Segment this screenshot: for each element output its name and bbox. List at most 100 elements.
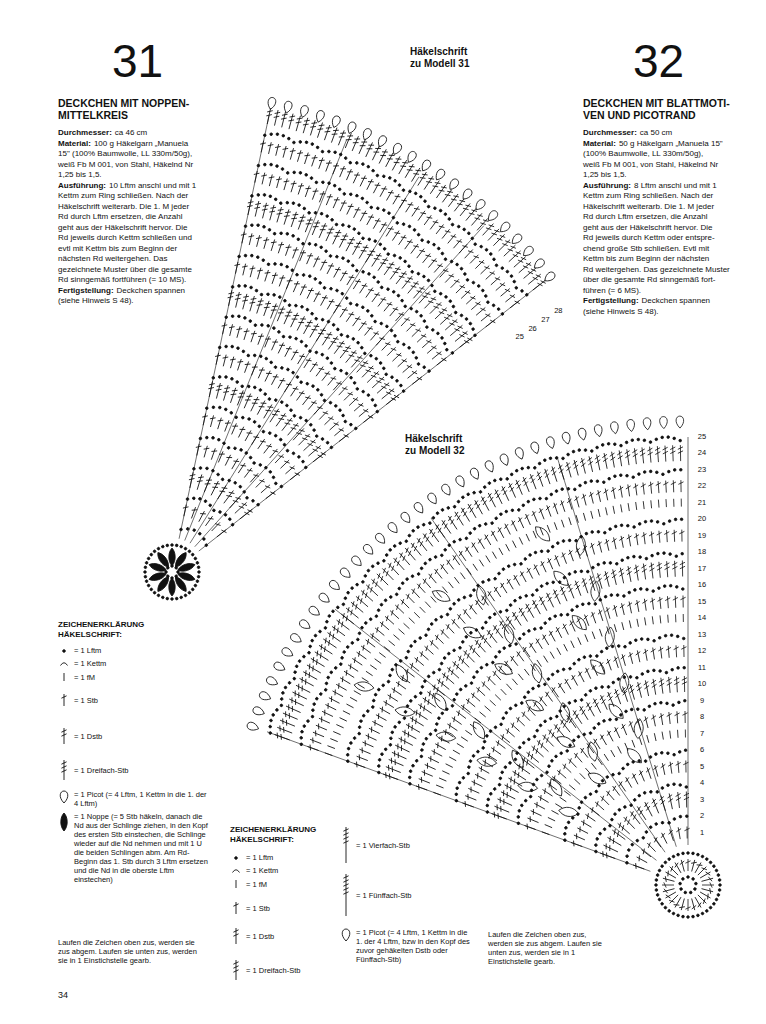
stitch-symbol (499, 610, 503, 614)
stitch-symbol (649, 755, 652, 758)
stitch-symbol (636, 502, 637, 510)
stitch-symbol (274, 434, 278, 438)
stitch-symbol (379, 653, 385, 658)
stitch-symbol (426, 240, 430, 244)
stitch-symbol (683, 666, 686, 669)
stitch-symbol (364, 213, 374, 226)
stitch-symbol (305, 173, 308, 176)
stitch-symbol (346, 704, 353, 708)
stitch-symbol (602, 453, 610, 470)
stitch-symbol (394, 743, 411, 755)
stitch-symbol (583, 667, 593, 680)
stitch-symbol (396, 221, 400, 225)
stitch-symbol (269, 361, 272, 364)
stitch-symbol (329, 401, 333, 405)
stitch-symbol (360, 626, 364, 630)
stitch-symbol (660, 763, 668, 776)
stitch-symbol (228, 494, 243, 509)
stitch-symbol (426, 257, 438, 270)
stitch-symbol (486, 590, 497, 603)
stitch-symbol (610, 818, 614, 822)
stitch-symbol (356, 638, 360, 642)
stitch-symbol (274, 365, 277, 368)
stitch-symbol (444, 623, 456, 635)
stitch-symbol (345, 296, 349, 300)
stitch-symbol (501, 689, 507, 695)
stitch-symbol (439, 778, 446, 781)
stitch-symbol (485, 734, 489, 738)
stitch-symbol (365, 201, 369, 205)
stitch-symbol (368, 330, 380, 342)
stitch-symbol (301, 242, 304, 245)
stitch-symbol (362, 325, 374, 338)
stitch-symbol (276, 377, 287, 390)
stitch-symbol (469, 594, 473, 598)
stitch-symbol (656, 562, 663, 578)
stitch-symbol (564, 644, 568, 651)
stitch-symbol (243, 316, 246, 319)
stitch-symbol (279, 111, 288, 128)
stitch-symbol (659, 615, 661, 623)
stitch-symbol (355, 194, 358, 197)
stitch-symbol (591, 530, 594, 533)
stitch-symbol (294, 304, 297, 307)
stitch-symbol (479, 495, 491, 512)
stitch-symbol (314, 243, 317, 246)
stitch-symbol (643, 439, 646, 442)
stitch-symbol (488, 481, 491, 484)
stitch-symbol (433, 567, 445, 580)
stitch-symbol (494, 281, 506, 293)
stitch-symbol (594, 843, 597, 846)
stitch-symbol (537, 695, 549, 708)
stitch-symbol (447, 177, 460, 191)
stitch-symbol (198, 571, 201, 574)
stitch-symbol (171, 598, 174, 601)
stitch-symbol (196, 561, 199, 564)
stitch-symbol (624, 449, 631, 466)
stitch-symbol (628, 683, 637, 700)
stitch-symbol (345, 273, 356, 286)
stitch-symbol (385, 553, 389, 557)
stitch-symbol (247, 385, 250, 388)
stitch-symbol (503, 783, 520, 795)
stitch-symbol (651, 678, 659, 695)
stitch-symbol (281, 178, 289, 191)
stitch-symbol (534, 551, 537, 554)
stitch-symbol (191, 588, 195, 592)
spoke-line (557, 457, 676, 847)
stitch-symbol (563, 839, 566, 842)
stitch-symbol (417, 702, 433, 715)
stitch-symbol (212, 406, 215, 409)
stitch-symbol (612, 681, 615, 684)
stitch-symbol (543, 719, 547, 723)
stitch-symbol (597, 784, 601, 788)
stitch-symbol (357, 282, 368, 295)
stitch-symbol (449, 277, 461, 289)
stitch-symbol (243, 429, 253, 442)
stitch-symbol (396, 340, 400, 344)
stitch-symbol (300, 340, 304, 344)
stitch-symbol (364, 638, 377, 649)
stitch-symbol (311, 142, 314, 145)
stitch-symbol (585, 634, 588, 641)
stitch-symbol (566, 613, 569, 616)
stitch-symbol (373, 239, 377, 243)
stitch-symbol (321, 709, 334, 719)
stitch-symbol (667, 436, 670, 439)
stitch-symbol (657, 587, 660, 590)
stitch-symbol (323, 415, 335, 427)
stitch-symbol (242, 393, 253, 410)
stitch-symbol (643, 708, 646, 711)
stitch-symbol (279, 232, 282, 235)
stitch-symbol (409, 770, 412, 773)
stitch-symbol (602, 481, 605, 484)
stitch-symbol (440, 553, 444, 557)
stitch-symbol (620, 723, 629, 736)
stitch-symbol (390, 375, 394, 379)
stitch-symbol (484, 269, 496, 281)
stitch-symbol (623, 805, 627, 809)
stitch-symbol (207, 381, 215, 398)
stitch-symbol (545, 497, 548, 500)
stitch-symbol (462, 776, 465, 779)
stitch-symbol (498, 650, 502, 654)
